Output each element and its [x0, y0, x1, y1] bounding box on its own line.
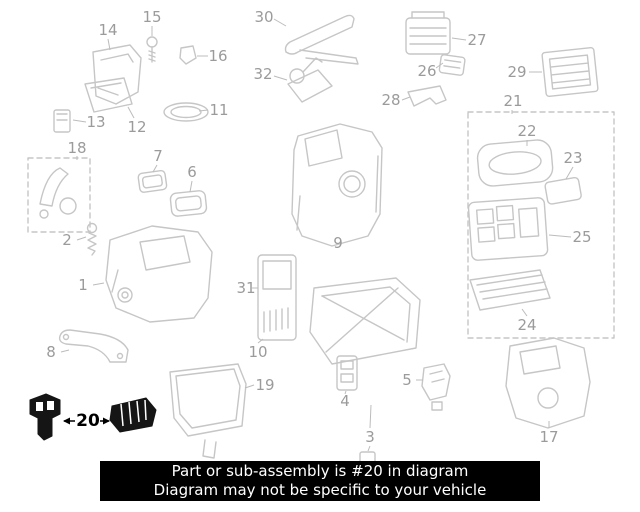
part-26-art	[438, 54, 466, 76]
part-12-art	[84, 77, 133, 113]
part-31-art	[257, 254, 297, 341]
callout-6: 6	[187, 163, 197, 181]
callout-21: 21	[503, 92, 523, 110]
part-8-art	[58, 329, 129, 363]
banner-line1: Part or sub-assembly is #20 in diagram	[171, 462, 469, 480]
part-15-art	[146, 36, 158, 63]
callout-10: 10	[248, 343, 268, 361]
callout-26: 26	[417, 62, 437, 80]
callout-16: 16	[208, 47, 228, 65]
callout-17: 17	[539, 428, 559, 446]
part-13-art	[53, 109, 71, 133]
part-6-art	[169, 190, 208, 217]
part-2-art	[86, 222, 98, 256]
part-5-art	[421, 363, 451, 411]
callout-20-highlighted: 20	[76, 411, 100, 431]
banner-line2: Diagram may not be specific to your vehi…	[153, 481, 487, 499]
callout-15: 15	[142, 8, 162, 26]
part-3-art	[309, 277, 421, 471]
part-7-art	[137, 169, 168, 193]
leader-lines	[60, 18, 574, 452]
callout-9: 9	[333, 234, 343, 252]
callout-11: 11	[209, 101, 229, 119]
callout-32: 32	[253, 65, 273, 83]
part-32-art	[287, 57, 333, 103]
part-16-art	[179, 45, 197, 65]
part-19-art	[169, 363, 247, 459]
callout-31: 31	[236, 279, 256, 297]
part-1-art	[105, 225, 213, 323]
callout-24: 24	[517, 316, 537, 334]
callout-4: 4	[340, 392, 350, 410]
part-22-art	[476, 139, 554, 187]
part-25-art	[467, 197, 549, 261]
callout-29: 29	[507, 63, 527, 81]
callout-14: 14	[98, 21, 118, 39]
callout-2: 2	[62, 231, 72, 249]
part-28-art	[407, 85, 447, 107]
part-29-art	[541, 46, 599, 98]
callout-5: 5	[402, 371, 412, 389]
part-23-art	[544, 176, 582, 205]
part-24-art	[469, 269, 551, 311]
part-18-group	[27, 157, 91, 233]
callout-23: 23	[563, 149, 583, 167]
callout-22: 22	[517, 122, 537, 140]
callout-1: 1	[78, 276, 88, 294]
part-27-art	[405, 11, 451, 55]
callout-18: 18	[67, 139, 87, 157]
part-17-art	[505, 337, 591, 429]
part-30-art	[284, 14, 359, 65]
callout-12: 12	[127, 118, 147, 136]
part-14-art	[92, 44, 142, 105]
part-21-group-box	[467, 111, 615, 339]
callout-27: 27	[467, 31, 487, 49]
callout-30: 30	[254, 8, 274, 26]
part-20-left-art	[29, 393, 61, 441]
part-9-art	[291, 123, 383, 247]
callout-25: 25	[572, 228, 592, 246]
callout-7: 7	[153, 147, 163, 165]
callout-8: 8	[46, 343, 56, 361]
callout-28: 28	[381, 91, 401, 109]
callout-3: 3	[365, 428, 375, 446]
callout-13: 13	[86, 113, 106, 131]
part-11-art	[163, 102, 209, 122]
part-20-right-art	[109, 397, 157, 433]
note-banner: Part or sub-assembly is #20 in diagram D…	[100, 461, 540, 501]
callout-19: 19	[255, 376, 275, 394]
part-20-arrows	[63, 417, 110, 425]
